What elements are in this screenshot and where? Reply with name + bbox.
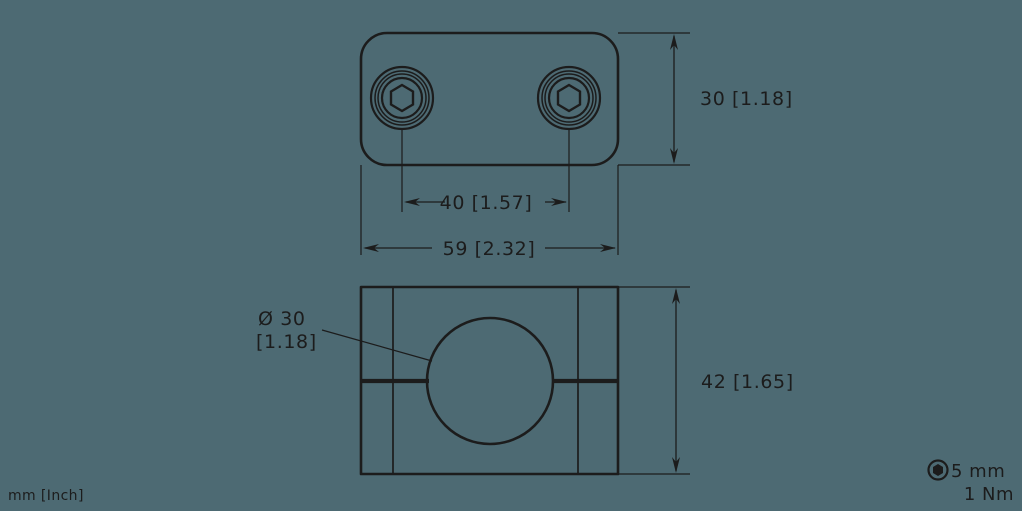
dimension-front-height: 42 [1.65] [618, 286, 794, 475]
socket-head-screw-left [369, 65, 435, 131]
hex-socket-icon [927, 459, 949, 481]
tool-torque-label: 1 Nm [964, 484, 1014, 505]
units-caption: mm [Inch] [8, 488, 84, 504]
top-view-outline [359, 31, 620, 167]
socket-head-screw-right [536, 65, 602, 131]
tool-note: 5 mm 1 Nm [927, 459, 1014, 505]
dimension-top-width: 59 [2.32] [360, 165, 619, 260]
dimension-label-hole-spacing: 40 [1.57] [440, 192, 533, 214]
dimension-label-front-height: 42 [1.65] [701, 371, 794, 393]
hex-socket-left [389, 83, 415, 113]
dimension-label-top-height: 30 [1.18] [700, 88, 793, 110]
bore-diameter-label-line1: Ø 30 [258, 308, 306, 330]
top-view [359, 31, 620, 167]
dimension-label-top-width: 59 [2.32] [443, 238, 536, 260]
callout-bore-diameter: Ø 30 [1.18] [256, 308, 433, 362]
tool-size-label: 5 mm [951, 461, 1005, 482]
bore-leader-line [321, 329, 433, 362]
bore-diameter-label-line2: [1.18] [256, 331, 317, 353]
dimension-top-height: 30 [1.18] [618, 32, 793, 166]
hex-socket-right [556, 83, 582, 113]
bore-circle [425, 316, 555, 446]
front-view [359, 285, 620, 476]
dimension-hole-spacing: 40 [1.57] [401, 128, 570, 214]
